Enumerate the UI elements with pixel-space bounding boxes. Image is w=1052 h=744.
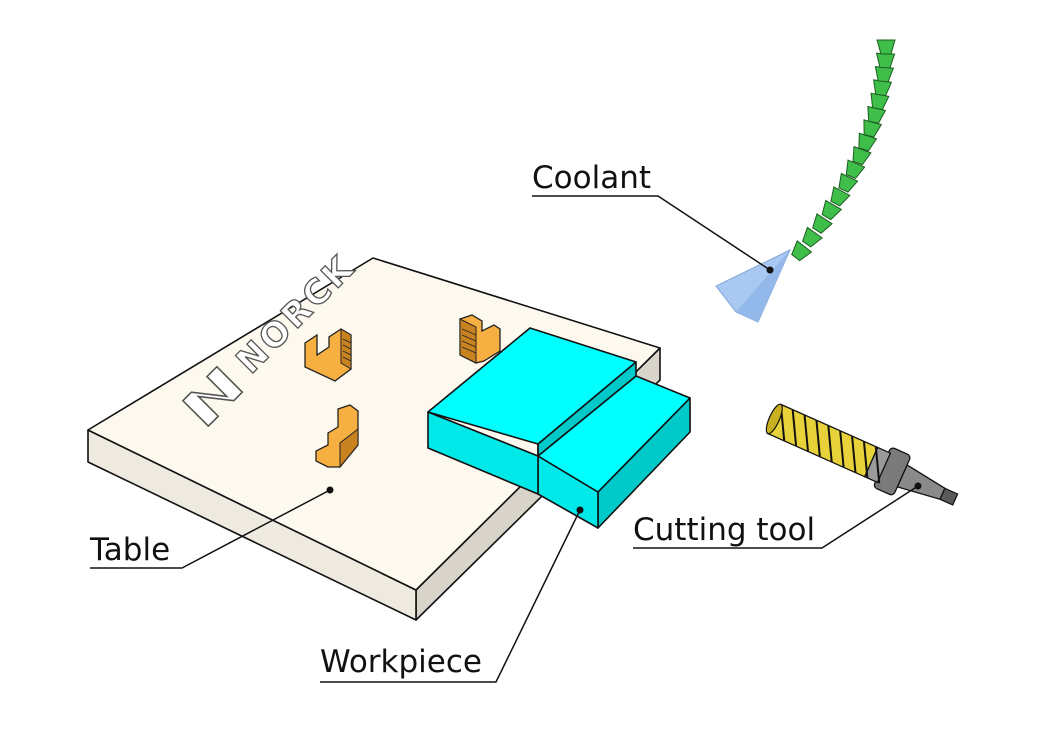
workpiece-leader [320,509,581,683]
flute-line [815,420,821,457]
coolant-hose-segments [791,39,896,262]
hose-segment [830,186,851,207]
hose-segment [812,213,833,234]
cutting-tool-leader [633,485,919,549]
hose-segment [838,172,859,193]
hose-segment [876,39,896,55]
clamp-icon [315,404,359,469]
coolant-hose-icon [715,39,896,323]
hose-segment [875,52,896,69]
label-table: Table [89,486,334,569]
workpiece-label: Workpiece [320,644,482,680]
flute-line [851,435,857,473]
hose-segment [845,159,866,179]
flute-line [791,409,798,447]
flute-line [862,441,869,478]
coolant-label: Coolant [532,160,651,196]
hose-segment [801,226,823,248]
coolant-leader [532,195,771,271]
tool-flute-lines [779,404,881,484]
label-workpiece: Workpiece [320,506,584,683]
hose-segment [852,145,872,166]
cutting-tool-label: Cutting tool [633,512,815,548]
flute-line [874,446,881,484]
hose-segment [791,240,813,262]
cutting-tool-icon [765,403,959,506]
table-label: Table [89,532,170,568]
hose-segment [858,132,878,152]
clamp-icon [459,314,501,364]
flute-line [839,430,845,468]
flute-line [827,425,833,463]
flute-line [803,414,809,452]
clamp-icon [304,328,352,382]
workpiece-upper-front [427,411,539,495]
workpiece [427,327,691,529]
label-coolant: Coolant [532,160,774,274]
hose-segment [874,66,895,83]
table-leader [90,489,331,569]
label-cutting-tool: Cutting tool [633,482,922,549]
hose-segment [821,199,843,221]
